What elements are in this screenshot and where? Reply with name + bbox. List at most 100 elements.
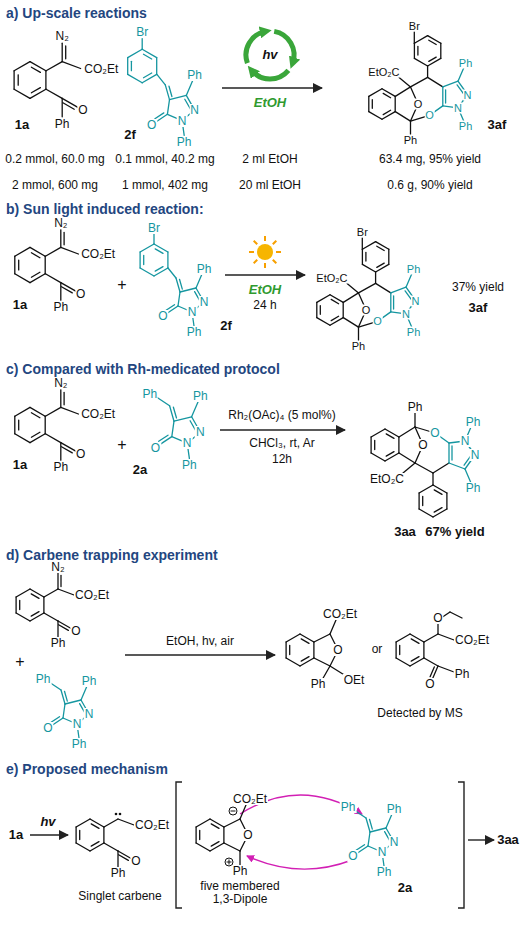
bond-line xyxy=(433,485,447,493)
bond-line xyxy=(31,67,40,72)
bond-line xyxy=(359,283,376,293)
reaction-arrow xyxy=(220,429,345,430)
light-symbol: hv xyxy=(40,815,55,829)
bond-line xyxy=(43,597,44,613)
atom-label: Ph xyxy=(71,738,88,750)
atom-label: Ph xyxy=(50,637,67,649)
bond-line xyxy=(156,58,157,75)
bond-line xyxy=(58,589,74,595)
bond-line xyxy=(399,646,400,655)
atom-label: O xyxy=(417,439,428,451)
atom-label: N xyxy=(463,89,473,100)
bond-line xyxy=(429,57,436,61)
bond-line xyxy=(159,435,168,441)
reaction-arrow xyxy=(225,274,305,275)
bond-line xyxy=(448,443,449,463)
bond-line xyxy=(343,293,358,303)
bond-line xyxy=(140,268,154,276)
bond-line xyxy=(316,302,317,317)
bond-line xyxy=(374,441,375,450)
compound-number: 2a xyxy=(398,881,412,895)
bond-line xyxy=(419,485,433,493)
bond-line xyxy=(59,625,69,631)
bond-line xyxy=(155,267,163,272)
bond-line xyxy=(428,58,441,66)
bond-line xyxy=(422,497,423,506)
bond-line xyxy=(403,463,415,473)
bond-line xyxy=(142,39,143,50)
atom-label: O xyxy=(332,644,343,656)
sun-ray xyxy=(273,241,277,245)
condition-text: CHCl₃, rt, Ar xyxy=(249,437,315,450)
bond-line xyxy=(76,819,90,827)
bond-line xyxy=(286,658,300,666)
atom-label: Ph xyxy=(110,867,127,879)
bond-line xyxy=(45,256,46,274)
compound-number: 67% yield xyxy=(425,525,484,539)
bond-line xyxy=(386,434,394,439)
bond-line xyxy=(320,306,321,315)
bond-line xyxy=(300,634,314,642)
bond-line xyxy=(300,658,314,666)
atom-label: N₂ xyxy=(50,561,65,573)
atom-label: O xyxy=(75,448,86,460)
bond-line xyxy=(45,416,46,434)
bond-line xyxy=(414,413,415,427)
bond-line xyxy=(223,827,224,843)
atom-label: O xyxy=(70,625,81,637)
atom-label: Br xyxy=(408,21,421,32)
bond-line xyxy=(168,268,176,278)
atom-label: N xyxy=(187,306,198,318)
bond-line xyxy=(172,421,174,436)
bond-line xyxy=(446,493,447,509)
solvent-label: EtOH xyxy=(254,96,287,110)
compound-number: 1a xyxy=(9,828,23,842)
atom-label: Ph xyxy=(196,263,213,275)
bond-line xyxy=(383,93,390,97)
atom-label: Ph xyxy=(52,301,69,313)
bond-line xyxy=(45,407,60,416)
bond-line xyxy=(385,429,399,437)
bond-line xyxy=(139,252,140,268)
bond-line xyxy=(44,589,58,597)
bond-line xyxy=(167,100,169,115)
bond-line xyxy=(60,283,61,301)
bond-line xyxy=(396,634,410,642)
bond-line xyxy=(142,49,157,57)
section-heading: b) Sun light induced reaction: xyxy=(6,202,204,217)
bond-line xyxy=(154,244,168,252)
compound-number: 2f xyxy=(220,319,232,333)
bond-line xyxy=(224,819,240,827)
atom-label: O xyxy=(347,850,358,862)
atom-label: N xyxy=(72,718,83,730)
bond-line xyxy=(14,416,15,434)
condition-text: Singlet carbene xyxy=(78,890,161,903)
bond-line xyxy=(423,642,424,658)
atom-label: OEt xyxy=(343,674,366,686)
bond-line xyxy=(428,36,441,44)
atom-label: O xyxy=(146,119,157,131)
bond-line xyxy=(414,36,427,44)
bond-line xyxy=(14,256,15,274)
lone-pair-dot xyxy=(115,813,118,816)
plus-charge xyxy=(227,860,232,865)
bond-line xyxy=(90,819,104,827)
bond-line xyxy=(390,293,391,312)
compound-number: 3aa xyxy=(394,525,416,539)
bond-line xyxy=(343,318,358,328)
bond-line xyxy=(117,851,118,867)
bond-line xyxy=(410,634,424,642)
atom-label: Ph xyxy=(81,675,98,687)
bond-line xyxy=(445,90,446,103)
minus-charge xyxy=(231,811,236,812)
bond-line xyxy=(18,260,19,270)
bond-line xyxy=(434,490,442,495)
atom-label: Ph xyxy=(458,58,473,69)
bond-line xyxy=(155,249,163,254)
bond-line xyxy=(75,827,76,843)
atom-label: Ph xyxy=(52,461,69,473)
bond-line xyxy=(286,634,300,642)
sun-rays xyxy=(249,236,281,268)
compound-number: 3af xyxy=(469,301,488,315)
bond-line xyxy=(432,473,433,485)
